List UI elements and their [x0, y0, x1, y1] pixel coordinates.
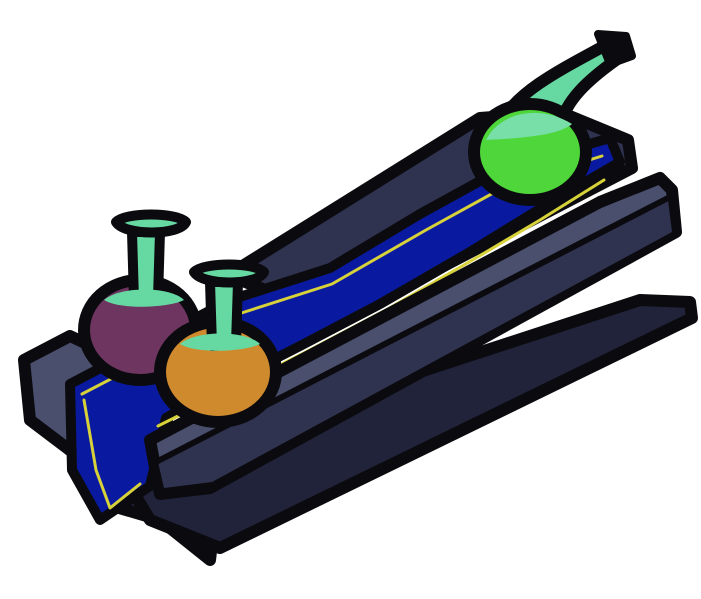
green-flask-cap — [594, 30, 636, 68]
bench-base-slab — [114, 294, 698, 554]
purple-flask-lip — [111, 209, 191, 238]
green-flask — [468, 30, 636, 206]
bench-front-rail-face — [158, 200, 672, 488]
green-flask-highlight — [486, 112, 572, 140]
cloth-trim-side — [82, 398, 142, 510]
orange-flask-shoulder — [180, 333, 260, 351]
orange-flask — [154, 259, 282, 428]
purple-flask-shoulder — [104, 289, 184, 307]
orange-flask-lip — [189, 259, 269, 288]
cloth-runner — [65, 133, 625, 525]
